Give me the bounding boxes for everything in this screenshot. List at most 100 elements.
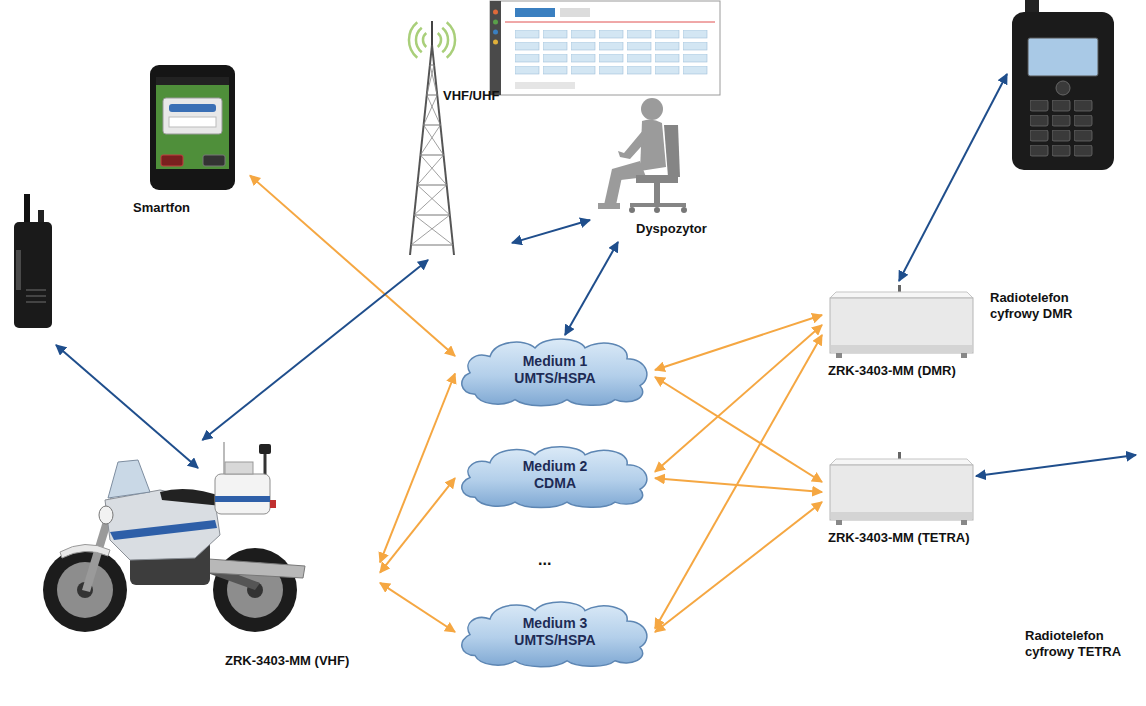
smartphone-icon-part bbox=[169, 117, 216, 127]
radio-tower-icon-part bbox=[411, 245, 453, 246]
radio-gateway-box-part bbox=[831, 345, 972, 353]
radio-tower-icon-part bbox=[427, 65, 434, 95]
dispatcher-screen-part bbox=[493, 30, 498, 35]
smartphone-icon-part bbox=[163, 98, 222, 134]
radio-tower-icon-part bbox=[432, 45, 454, 255]
radio-label: Radiotelefon cyfrowy DMR bbox=[990, 290, 1095, 323]
radio-tower-icon-part bbox=[423, 33, 426, 47]
cloud-label: Medium 2 CDMA bbox=[505, 458, 605, 493]
cloud-shape-part bbox=[462, 602, 647, 667]
dispatcher-screen-part bbox=[490, 1, 501, 95]
radio-tower-icon-part bbox=[417, 155, 443, 185]
dispatcher-icon-part bbox=[681, 207, 687, 213]
label-holder: Radiotelefon cyfrowy DMR bbox=[990, 290, 1095, 323]
device-node: VHF/UHF bbox=[400, 15, 512, 260]
smartphone-icon-part bbox=[169, 104, 216, 112]
handheld-radio-dmr bbox=[1012, 0, 1114, 170]
smartphone-icon-part bbox=[156, 77, 229, 169]
radio-tower-icon-part bbox=[420, 125, 440, 155]
dispatcher-icon-part bbox=[654, 183, 660, 203]
device-label: VHF/UHF bbox=[443, 88, 499, 104]
radio-tower-icon-part bbox=[427, 95, 437, 96]
dispatcher-icon-part bbox=[654, 207, 660, 213]
handheld-radio-vhf-part bbox=[26, 295, 46, 297]
handheld-radio-vhf bbox=[14, 194, 52, 328]
dispatcher-icon-part bbox=[618, 129, 648, 159]
dispatcher-icon-part bbox=[629, 207, 635, 213]
radio-gateway-box-part bbox=[961, 353, 967, 358]
link-arrow bbox=[655, 315, 822, 370]
device-node: ZRK-3403-MM (DMR) bbox=[822, 285, 987, 385]
dispatcher-icon-part bbox=[664, 125, 680, 177]
link-arrow bbox=[565, 242, 618, 335]
dispatcher-icon-part bbox=[640, 119, 666, 171]
radio-gateway-box-part bbox=[830, 459, 973, 465]
radio-tower-icon-part bbox=[424, 125, 441, 126]
label-holder: ... bbox=[538, 550, 551, 570]
police-motorcycle-part bbox=[264, 452, 267, 476]
dispatcher-icon-part bbox=[630, 203, 686, 207]
radio-tower-icon-part bbox=[417, 185, 449, 215]
radio-tower-icon-part bbox=[420, 155, 446, 185]
network-cloud: Medium 3 UMTS/HSPA bbox=[455, 598, 655, 666]
smartphone-icon-part bbox=[150, 65, 235, 190]
dispatcher-icon-part bbox=[636, 175, 678, 183]
radio-tower-icon-part bbox=[410, 45, 432, 255]
link-arrow bbox=[655, 502, 822, 632]
link-arrow bbox=[655, 325, 822, 472]
dispatcher-icon-part bbox=[641, 98, 663, 120]
link-arrow bbox=[655, 377, 822, 482]
radio-tower-icon-part bbox=[430, 65, 434, 66]
radio-link bbox=[976, 455, 1136, 476]
handheld-radio-dmr-part bbox=[1028, 38, 1098, 76]
label-holder: Radiotelefon cyfrowy TETRA bbox=[1025, 628, 1137, 661]
police-motorcycle-part bbox=[99, 506, 113, 524]
device-node: Dyspozytor bbox=[590, 95, 730, 242]
police-motorcycle-part bbox=[108, 460, 150, 498]
device-label: Dyspozytor bbox=[636, 221, 707, 237]
dispatcher-icon-part bbox=[604, 169, 622, 205]
radio-tower-icon-part bbox=[409, 22, 417, 57]
radio-tower-icon-part bbox=[420, 155, 443, 156]
smartphone-icon-part bbox=[156, 77, 229, 85]
device-label: ZRK-3403-MM (VHF) bbox=[225, 653, 349, 669]
radio-tower-icon bbox=[400, 15, 512, 260]
dispatcher-screen-part bbox=[560, 8, 590, 17]
radio-tower-icon-part bbox=[442, 28, 448, 53]
handheld-radio-dmr-part bbox=[1012, 12, 1114, 170]
link-arrow bbox=[512, 220, 590, 243]
radio-tower-icon-part bbox=[430, 65, 437, 95]
link-arrow bbox=[380, 374, 455, 563]
radio-tower-icon-part bbox=[431, 21, 433, 45]
radio-link bbox=[899, 74, 1007, 281]
dispatcher-screen-part bbox=[490, 1, 720, 95]
radio-gateway-box-part bbox=[830, 292, 973, 298]
radio-link bbox=[56, 345, 198, 468]
radio-gateway-box-part bbox=[961, 520, 967, 525]
device-label: ZRK-3403-MM (DMR) bbox=[828, 363, 956, 379]
police-motorcycle-part bbox=[60, 544, 110, 558]
radio-gateway-box-part bbox=[830, 298, 973, 353]
handheld-radio-dmr-part bbox=[1056, 81, 1070, 95]
radio-tower-icon-part bbox=[414, 185, 446, 215]
device-node: Smartfon bbox=[125, 60, 250, 225]
handheld-radio-vhf-part bbox=[16, 250, 21, 290]
link-arrow bbox=[202, 260, 428, 440]
radio-tower-icon-part bbox=[414, 215, 450, 216]
dispatcher-screen-part bbox=[493, 20, 498, 25]
radio-tower-icon-part bbox=[447, 22, 455, 57]
cloud-label: Medium 1 UMTS/HSPA bbox=[505, 353, 605, 388]
dispatcher-screen-part bbox=[515, 8, 555, 17]
radio-gateway-box-part bbox=[831, 512, 972, 520]
radio-tower-icon-part bbox=[424, 95, 438, 125]
dispatcher-screen bbox=[490, 1, 720, 95]
smartphone-icon-part bbox=[203, 155, 225, 166]
cloud-label: Medium 3 UMTS/HSPA bbox=[505, 615, 605, 650]
device-node: ZRK-3403-MM (TETRA) bbox=[822, 452, 997, 552]
radio-tower-icon-part bbox=[411, 215, 450, 245]
handheld-radio-vhf-part bbox=[26, 301, 46, 303]
radio-gateway-box-part bbox=[836, 353, 842, 358]
smartphone-icon-part bbox=[161, 155, 183, 166]
police-motorcycle-part bbox=[110, 520, 217, 540]
